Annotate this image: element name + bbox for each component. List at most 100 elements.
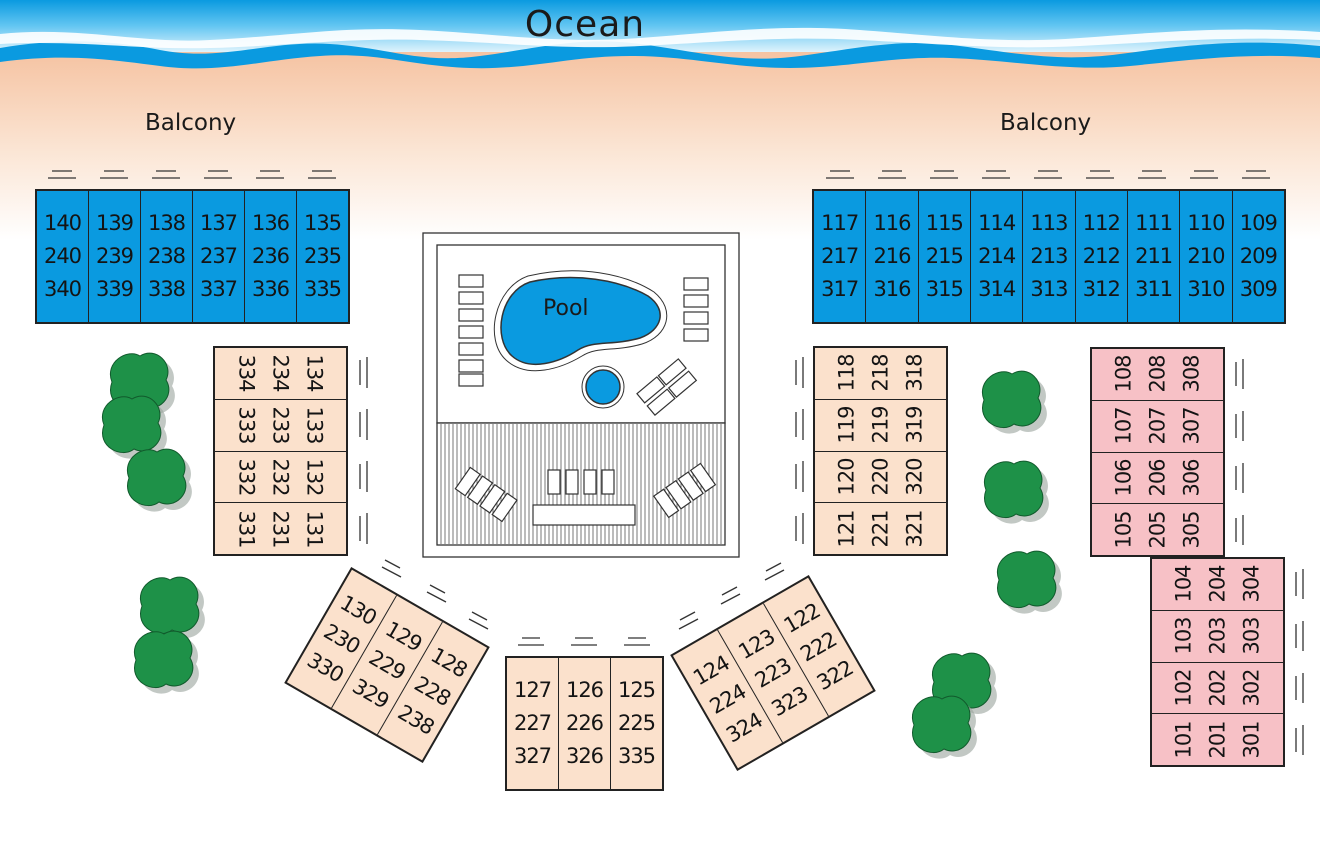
lounge-chairs — [454, 274, 717, 526]
room-number: 305 — [1179, 511, 1204, 549]
tree-icon — [983, 460, 1049, 524]
room-number: 240 — [43, 244, 82, 268]
room-number: 214 — [978, 244, 1016, 268]
room-number: 114 — [978, 211, 1016, 235]
pool-label: Pool — [543, 296, 589, 321]
room-number: 302 — [1239, 669, 1264, 707]
room-number: 216 — [873, 244, 911, 268]
room-number: 136 — [251, 211, 290, 235]
room-number: 111 — [1135, 211, 1173, 235]
tree-icon — [126, 448, 192, 512]
room-number: 212 — [1082, 244, 1121, 268]
room-number: 321 — [902, 510, 927, 548]
room-number: 326 — [565, 744, 604, 768]
room-number: 221 — [868, 510, 893, 548]
room-number: 106 — [1111, 459, 1136, 497]
room-number: 238 — [147, 244, 186, 268]
pool-area — [422, 232, 740, 558]
balcony-label-left: Balcony — [145, 110, 237, 136]
room-number: 135 — [303, 211, 342, 235]
room-number: 119 — [834, 406, 859, 444]
room-number: 201 — [1205, 721, 1230, 759]
room-number: 237 — [199, 244, 238, 268]
room-number: 306 — [1179, 459, 1204, 497]
tree-icon — [101, 395, 167, 459]
room-number: 116 — [873, 211, 911, 235]
room-number: 113 — [1030, 211, 1068, 235]
room-number: 211 — [1135, 244, 1173, 268]
balcony-label-right: Balcony — [1000, 110, 1092, 136]
room-number: 108 — [1111, 355, 1136, 393]
unit-114: 114 214 314 — [971, 191, 1024, 322]
room-number: 333 — [234, 406, 259, 444]
room-number: 312 — [1082, 277, 1121, 301]
wave-light — [0, 27, 1320, 49]
hot-tub — [585, 369, 621, 405]
room-number: 204 — [1205, 565, 1230, 603]
room-number: 117 — [821, 211, 859, 235]
room-number: 239 — [95, 244, 134, 268]
room-number: 339 — [95, 277, 134, 301]
ocean-label: Ocean — [524, 4, 646, 45]
room-number: 202 — [1205, 669, 1230, 707]
balcony-rails-right — [826, 170, 1270, 179]
room-number: 309 — [1239, 277, 1278, 301]
room-number: 132 — [302, 458, 327, 496]
room-number: 110 — [1187, 211, 1225, 235]
room-number: 233 — [268, 406, 293, 444]
room-number: 140 — [43, 211, 82, 235]
pool — [500, 276, 661, 365]
room-number: 105 — [1111, 511, 1136, 549]
room-number: 327 — [513, 744, 552, 768]
room-number: 338 — [147, 277, 186, 301]
room-number: 317 — [821, 277, 859, 301]
room-number: 205 — [1145, 511, 1170, 549]
room-number: 125 — [617, 678, 656, 702]
room-number: 337 — [199, 277, 238, 301]
balcony-rails-left — [48, 170, 336, 179]
room-number: 334 — [234, 354, 259, 392]
room-number: 137 — [199, 211, 238, 235]
unit-120: 120 220 320 — [815, 452, 946, 504]
room-number: 335 — [303, 277, 342, 301]
room-number: 127 — [513, 678, 552, 702]
room-number: 335 — [617, 744, 656, 768]
tree-icon — [911, 695, 977, 759]
room-number: 220 — [868, 458, 893, 496]
wave-dark — [0, 41, 1320, 69]
room-number: 138 — [147, 211, 186, 235]
room-number: 218 — [868, 354, 893, 392]
room-number: 314 — [978, 277, 1016, 301]
side-rails — [359, 357, 1304, 755]
room-number: 320 — [902, 458, 927, 496]
room-number: 318 — [902, 354, 927, 392]
room-number: 331 — [234, 510, 259, 548]
room-number: 304 — [1239, 565, 1264, 603]
tree-icon — [996, 550, 1062, 614]
room-number: 120 — [834, 458, 859, 496]
room-number: 332 — [234, 458, 259, 496]
room-number: 207 — [1145, 407, 1170, 445]
